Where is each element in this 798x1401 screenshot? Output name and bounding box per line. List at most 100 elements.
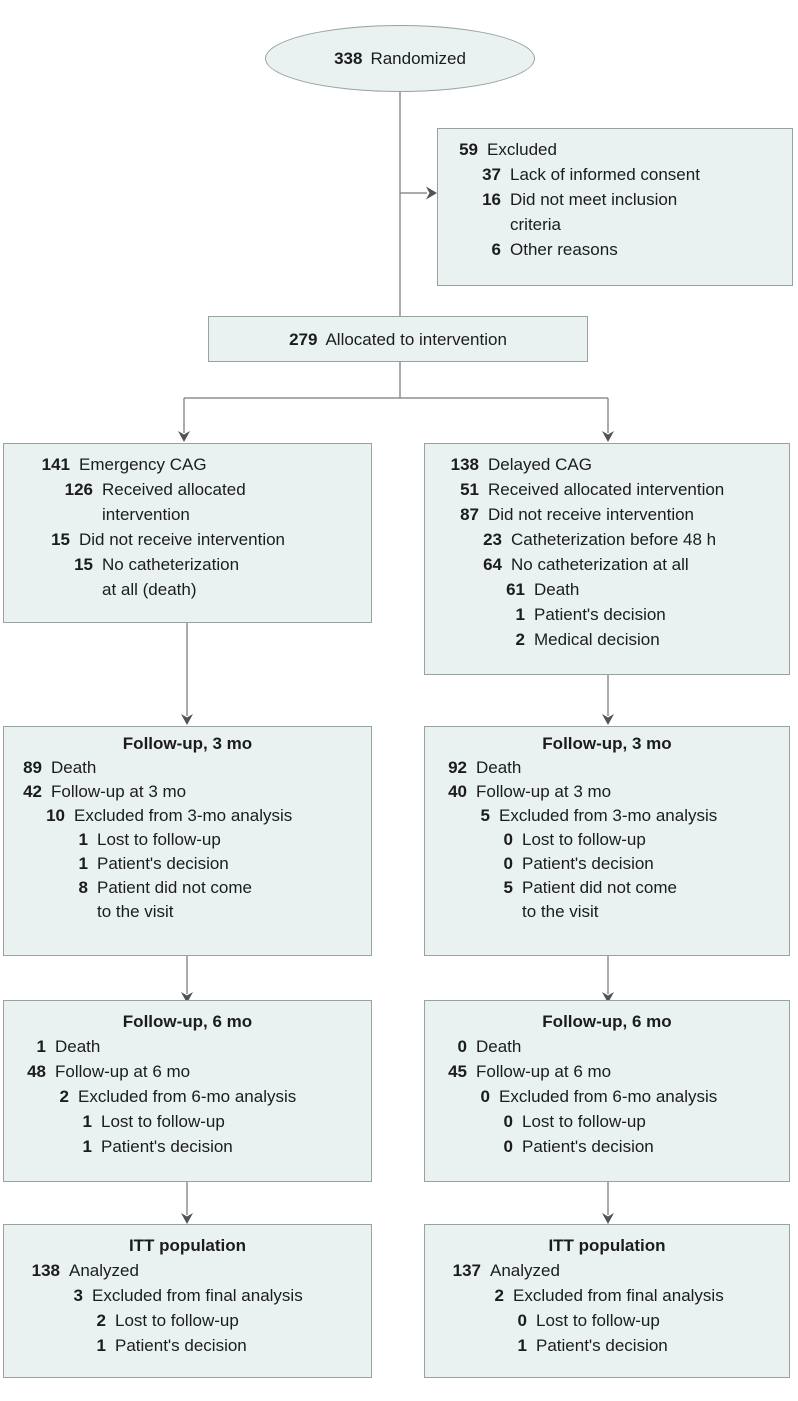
count-label: Excluded from final analysis [513,1286,724,1305]
count-value: 0 [503,854,513,873]
count-label: Death [55,1037,101,1056]
count-value: 0 [517,1311,527,1330]
count-label: Follow-up at 6 mo [55,1062,191,1081]
count-value: 59 [459,140,478,159]
count-value: 141 [41,455,70,474]
count-label: Analyzed [490,1261,560,1280]
count-value: 2 [494,1286,504,1305]
count-label: Analyzed [69,1261,139,1280]
count-value: 89 [23,758,42,777]
count-value: 10 [46,806,65,825]
count-label: Lost to follow-up [115,1311,239,1330]
count-label: Lost to follow-up [522,830,646,849]
count-value: 0 [503,830,513,849]
count-value: 15 [51,530,70,549]
count-value: 37 [482,165,501,184]
count-label: Excluded from 6-mo analysis [499,1087,718,1106]
flow-line-item: 1 Patient's decision [433,602,781,627]
count-label: Death [476,1037,522,1056]
followup-3mo-left-title: Follow-up, 3 mo [122,734,253,753]
count-label: Patient did not come to the visit [97,878,252,921]
count-label: Did not receive intervention [79,530,286,549]
count-value: 51 [460,480,479,499]
followup-3mo-right-title: Follow-up, 3 mo [542,734,672,753]
count-value: 40 [448,782,467,801]
flow-line-item: 87 Did not receive intervention [433,502,781,527]
itt-left-title: ITT population [128,1236,247,1255]
count-label: Death [476,758,522,777]
count-value: 1 [517,1336,527,1355]
followup-6mo-right-title: Follow-up, 6 mo [542,1012,672,1031]
count-label: Excluded from 3-mo analysis [74,806,293,825]
count-value: 0 [503,1112,513,1131]
count-label: Patient's decision [534,605,666,624]
flow-line-item: 126 Received allocated intervention [12,477,363,527]
count-label: Patient's decision [115,1336,247,1355]
count-label: No catheterization at all (death) [102,555,240,599]
count-value: 0 [503,1137,513,1156]
count-label: Received allocated intervention [488,480,725,499]
count-label: Patient's decision [522,1137,654,1156]
flow-line-item: 51 Received allocated intervention [433,477,781,502]
count-label: Medical decision [534,630,660,649]
count-value: 2 [59,1087,69,1106]
flow-line-item: 2 Excluded from final analysis [433,1283,781,1308]
count-label: Patient's decision [536,1336,668,1355]
count-value: 48 [27,1062,46,1081]
count-value: 42 [23,782,42,801]
count-value: 2 [96,1311,106,1330]
count-value: 1 [515,605,525,624]
count-label: Excluded from final analysis [92,1286,303,1305]
flow-line-item: 1 Patient's decision [12,1333,363,1358]
count-value: 126 [64,480,93,499]
count-label: No catheterization at all [511,555,689,574]
randomized-count: 338 [334,49,363,68]
flow-line-item: 1 Patient's decision [433,1333,781,1358]
count-value: 15 [74,555,93,574]
count-value: 87 [460,505,479,524]
count-label: Excluded [487,140,557,159]
count-label: Received allocated intervention [102,480,246,524]
count-value: 0 [457,1037,467,1056]
count-label: Lost to follow-up [97,830,221,849]
count-label: Excluded from 3-mo analysis [499,806,718,825]
randomized-node: 338 Randomized [265,25,535,92]
count-value: 1 [82,1112,92,1131]
followup-6mo-left-title: Follow-up, 6 mo [122,1012,253,1031]
flow-line-item: 0 Patient's decision [433,1134,781,1159]
count-label: Lost to follow-up [101,1112,225,1131]
count-label: Did not meet inclusion criteria [510,190,678,234]
count-label: Did not receive intervention [488,505,695,524]
count-label: Emergency CAG [79,455,207,474]
allocated-box: 279 Allocated to intervention [208,316,588,362]
count-value: 1 [96,1336,106,1355]
itt-right-title: ITT population [548,1236,666,1255]
count-value: 5 [503,878,513,897]
